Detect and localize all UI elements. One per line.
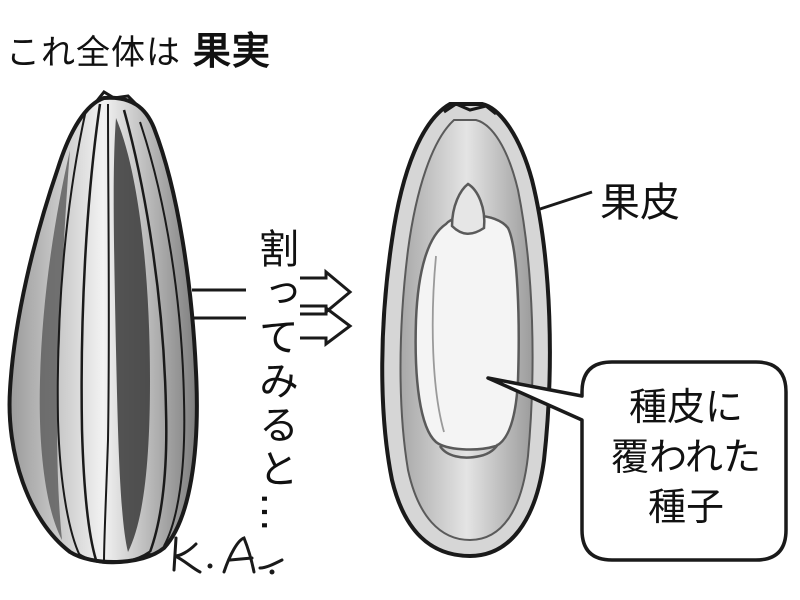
arrow-lower-right bbox=[300, 305, 353, 347]
artist-signature bbox=[172, 536, 284, 575]
seed-ridge bbox=[122, 109, 168, 553]
seed-ridge bbox=[80, 103, 102, 561]
seed-kernel-tip bbox=[450, 182, 486, 235]
title-emphasis: 果実 bbox=[192, 29, 271, 73]
whole-seed-outline bbox=[7, 95, 199, 565]
cut-seed-drawing bbox=[380, 102, 552, 559]
seed-ridge bbox=[56, 109, 87, 557]
pericarp-leader-line bbox=[536, 190, 593, 212]
seed-kernel bbox=[414, 214, 520, 451]
seed-kernel-base bbox=[438, 443, 500, 459]
seed-tip bbox=[94, 90, 138, 106]
arrow-label: 割ってみると… bbox=[252, 228, 298, 536]
diagram-title: これ全体は 果実 bbox=[6, 20, 271, 75]
callout-text: 種皮に 覆われた 種子 bbox=[596, 382, 776, 532]
whole-seed-drawing bbox=[7, 90, 199, 565]
seed-kernel-crease bbox=[431, 255, 445, 433]
callout-bubble bbox=[486, 360, 788, 562]
callout-line: 種子 bbox=[647, 485, 724, 529]
callout-line: 種皮に bbox=[628, 385, 743, 429]
seed-base bbox=[77, 550, 151, 565]
callout-line: 覆われた bbox=[610, 435, 762, 479]
pericarp-top-edge bbox=[443, 102, 497, 116]
dark-stripe bbox=[39, 150, 70, 540]
arrows bbox=[192, 268, 353, 347]
label-pericarp: 果皮 bbox=[600, 180, 680, 226]
seed-ridge bbox=[139, 121, 186, 547]
arrow-upper-right bbox=[300, 268, 353, 316]
title-prefix: これ全体は bbox=[6, 33, 181, 73]
seed-ridge bbox=[103, 103, 110, 563]
dark-stripe bbox=[113, 118, 150, 552]
